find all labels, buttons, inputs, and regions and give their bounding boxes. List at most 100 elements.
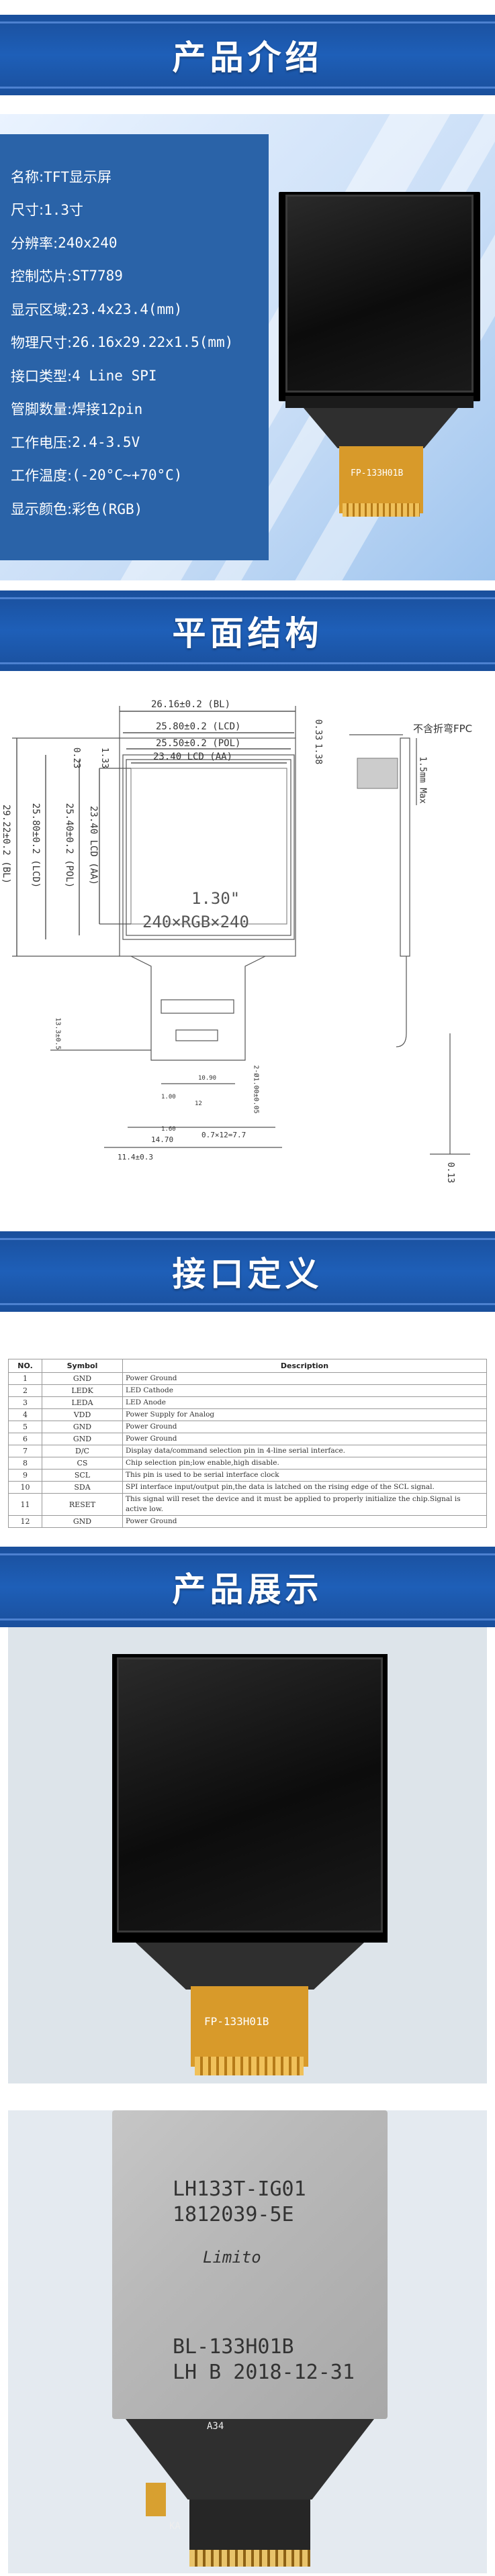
table-header-symbol: Symbol xyxy=(42,1359,123,1373)
spec-value: 1.3寸 xyxy=(44,202,84,219)
spec-row: 管脚数量:焊接12pin xyxy=(11,393,269,426)
table-cell-no: 7 xyxy=(8,1445,42,1457)
section-header-intro: 产品介绍 xyxy=(0,15,495,95)
center-size-label: 1.30" xyxy=(191,889,240,908)
dim-aa-width: 23.40 LCD (AA) xyxy=(153,752,233,762)
dim-1-38: 1.38 xyxy=(313,743,324,765)
table-cell-no: 3 xyxy=(8,1396,42,1409)
dim-0-33: 0.33 xyxy=(313,719,324,741)
intro-fpc-label: FP-133H01B xyxy=(351,468,404,478)
back-label-batch: 1812039-5E xyxy=(173,2203,294,2226)
table-cell-symbol: CS xyxy=(42,1457,123,1470)
section-header-interface: 接口定义 xyxy=(0,1231,495,1312)
section-header-structure: 平面结构 xyxy=(0,590,495,671)
spec-row: 名称:TFT显示屏 xyxy=(11,160,269,193)
spec-key: 显示颜色: xyxy=(11,501,73,517)
back-label-model: LH133T-IG01 xyxy=(173,2177,306,2201)
table-cell-description: Power Ground xyxy=(122,1372,487,1385)
spec-value: 4 Line SPI xyxy=(72,367,157,384)
back-label-bl: BL-133H01B xyxy=(173,2335,294,2359)
table-cell-symbol: GND xyxy=(42,1433,123,1445)
table-cell-no: 6 xyxy=(8,1433,42,1445)
table-cell-symbol: SCL xyxy=(42,1469,123,1482)
table-header-row: NO. Symbol Description xyxy=(8,1359,487,1373)
spec-row: 分辨率:240x240 xyxy=(11,226,269,260)
table-cell-no: 4 xyxy=(8,1408,42,1421)
back-label-brand: Limito xyxy=(203,2248,261,2267)
table-cell-symbol: GND xyxy=(42,1421,123,1433)
spec-value: (-20°C~+70°C) xyxy=(72,467,183,484)
section-title-interface: 接口定义 xyxy=(172,1255,323,1294)
back-fpc-label-a: A34 xyxy=(207,2421,224,2432)
side-thickness-label: 1.5mm Max xyxy=(417,756,428,804)
spec-key: 显示区域: xyxy=(11,301,73,318)
section-header-showcase: 产品展示 xyxy=(0,1547,495,1627)
showcase-back-photo: LH133T-IG01 1812039-5E Limito BL-133H01B… xyxy=(8,2110,487,2573)
table-cell-description: Power Ground xyxy=(122,1433,487,1445)
spec-value: 26.16x29.22x1.5(mm) xyxy=(72,334,234,351)
spec-value: 彩色(RGB) xyxy=(72,501,143,517)
spec-key: 分辨率: xyxy=(11,235,58,252)
back-fpc-label-b: KA xyxy=(169,2521,181,2532)
section-title-intro: 产品介绍 xyxy=(172,38,323,77)
dim-pol-height: 25.40±0.2 (POL) xyxy=(64,803,75,888)
section-title-showcase: 产品展示 xyxy=(172,1570,323,1609)
dim-lcd-height: 25.80±0.2 (LCD) xyxy=(30,803,42,888)
table-cell-description: Power Ground xyxy=(122,1421,487,1433)
table-cell-description: SPI interface input/output pin,the data … xyxy=(122,1481,487,1494)
dim-fpc-pitch: 0.7×12=7.7 xyxy=(201,1131,246,1139)
spec-value: TFT显示屏 xyxy=(44,168,112,185)
table-cell-description: LED Cathode xyxy=(122,1384,487,1397)
table-header-no: NO. xyxy=(8,1359,42,1373)
showcase-front-photo: FP-133H01B xyxy=(8,1627,487,2083)
spec-row: 尺寸:1.3寸 xyxy=(11,193,269,227)
spec-value: ST7789 xyxy=(72,268,123,285)
back-label-date: LH B 2018-12-31 xyxy=(173,2361,355,2384)
dim-0-23: 0.23 xyxy=(71,747,82,769)
table-cell-no: 2 xyxy=(8,1384,42,1397)
table-cell-no: 8 xyxy=(8,1457,42,1470)
table-cell-symbol: VDD xyxy=(42,1408,123,1421)
spec-row: 接口类型:4 Line SPI xyxy=(11,359,269,393)
dim-aa-height: 23.40 LCD (AA) xyxy=(88,805,99,886)
spec-key: 接口类型: xyxy=(11,368,73,384)
dim-left-fpc: 13.3±0.5 xyxy=(54,1017,62,1050)
dim-small-1: 10.90 xyxy=(198,1075,217,1082)
side-note-label: 不含折弯FPC xyxy=(413,723,473,735)
dim-fpc-length: 14.70 xyxy=(151,1135,174,1144)
table-cell-description: Power Supply for Analog xyxy=(122,1408,487,1421)
dim-0-13: 0.13 xyxy=(445,1162,456,1184)
center-res-label: 240×RGB×240 xyxy=(142,913,249,931)
dim-small-4: 12 xyxy=(195,1100,202,1107)
table-cell-description: LED Anode xyxy=(122,1396,487,1409)
structure-drawing: 26.16±0.2 (BL) 25.80±0.2 (LCD) 25.50±0.2… xyxy=(0,684,495,1218)
spec-value: 23.4x23.4(mm) xyxy=(72,301,183,317)
spec-row: 控制芯片:ST7789 xyxy=(11,260,269,293)
table-cell-description: Power Ground xyxy=(122,1515,487,1528)
table-cell-description: This pin is used to be serial interface … xyxy=(122,1469,487,1482)
table-cell-no: 11 xyxy=(8,1493,42,1516)
dim-gold: 2-Ø1.00±0.05 xyxy=(252,1065,260,1114)
table-cell-description: This signal will reset the device and it… xyxy=(122,1493,487,1516)
spec-value: 2.4-3.5V xyxy=(72,433,140,450)
spec-key: 物理尺寸: xyxy=(11,335,73,352)
spec-row: 工作电压:2.4-3.5V xyxy=(11,425,269,459)
showcase-fpc-label: FP-133H01B xyxy=(204,2015,269,2028)
dim-bl-width: 26.16±0.2 (BL) xyxy=(151,699,231,710)
table-cell-no: 10 xyxy=(8,1481,42,1494)
table-cell-symbol: SDA xyxy=(42,1481,123,1494)
dim-pol-width: 25.50±0.2 (POL) xyxy=(156,738,241,749)
dim-small-3: 1.60 xyxy=(161,1126,176,1133)
